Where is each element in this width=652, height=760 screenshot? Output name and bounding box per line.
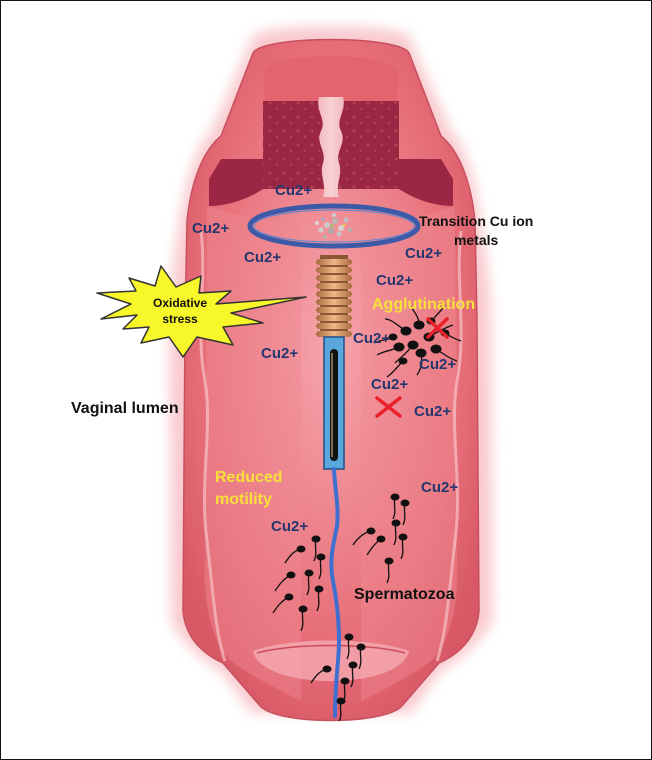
reduced-motility-label: Reduced motility: [215, 469, 283, 508]
cu-ion-label: Cu2+: [192, 220, 230, 237]
sperm-cell-icon: [314, 585, 324, 612]
sperm-cell-icon: [310, 665, 332, 684]
sperm-cell-icon: [356, 643, 366, 670]
iud-string: [329, 467, 342, 718]
cu-ion-label: Cu2+: [419, 356, 457, 373]
red-cross-icon-upper: [426, 317, 449, 339]
sperm-cell-icon: [390, 493, 400, 520]
spermatozoa-label: Spermatozoa: [354, 586, 455, 603]
cu-ion-label: Cu2+: [414, 403, 452, 420]
cu-ion-label: Cu2+: [405, 245, 443, 262]
cervical-canal: [318, 97, 344, 197]
sperm-cell-icon: [366, 535, 386, 556]
red-cross-icon-lower: [375, 396, 402, 418]
cu-ion-label: Cu2+: [271, 518, 309, 535]
sperm-cell-icon: [348, 661, 358, 688]
cu-ion-label: Cu2+: [244, 249, 282, 266]
cervix-top: [263, 56, 399, 101]
reduced-motility-line2: motility: [215, 490, 272, 508]
oxidative-stress-line2: stress: [162, 312, 198, 327]
vaginal-lumen-label: Vaginal lumen: [71, 400, 179, 417]
vaginal-fold-right: [435, 230, 463, 662]
introitus: [253, 640, 409, 681]
iud-ring-inner: [253, 209, 415, 243]
oxidative-stress-line1: Oxidative: [153, 296, 208, 310]
sperm-cell-icon: [298, 605, 308, 632]
lumen-left-wall: [204, 206, 301, 701]
iud-ring: [247, 203, 421, 249]
iud-coil: [316, 259, 352, 337]
cu-ion-label: Cu2+: [421, 479, 459, 496]
transition-metals-line1: Transition Cu ion: [419, 213, 534, 229]
cu-ion-label: Cu2+: [376, 272, 414, 289]
oxidative-stress-label: Oxidative stress: [153, 296, 208, 327]
oxidative-stress-burst-icon: [96, 265, 307, 358]
spermatozoa-group: [272, 493, 410, 722]
sperm-cell-icon: [284, 545, 306, 564]
cu-ion-label: Cu2+: [353, 330, 391, 347]
sperm-cell-icon: [336, 697, 346, 722]
sperm-cell-icon: [400, 499, 410, 526]
cu-ion-label: Cu2+: [261, 345, 299, 362]
cu-ion-label: Cu2+: [275, 182, 313, 199]
sperm-cell-icon: [311, 535, 321, 562]
sperm-cell-icon: [398, 533, 408, 560]
sperm-cell-icon: [304, 569, 314, 596]
sperm-cell-icon: [316, 553, 326, 580]
cu-ion-label: Cu2+: [371, 376, 409, 393]
sperm-cell-icon: [344, 633, 354, 660]
sperm-cell-icon: [391, 519, 401, 546]
introitus-rim: [256, 644, 406, 654]
sperm-cell-icon: [352, 527, 376, 546]
agglutination-label: Agglutination: [372, 296, 476, 313]
sperm-cell-icon: [272, 593, 294, 614]
transition-metals-line2: metals: [453, 232, 499, 249]
transition-metals-label: Transition Cu ion metals: [419, 213, 534, 249]
sperm-cell-icon: [274, 571, 296, 592]
sperm-cell-icon: [384, 557, 394, 584]
reduced-motility-line1: Reduced: [215, 469, 283, 486]
copper-cluster-icon: [315, 213, 352, 239]
iud-stem-core: [330, 349, 338, 461]
